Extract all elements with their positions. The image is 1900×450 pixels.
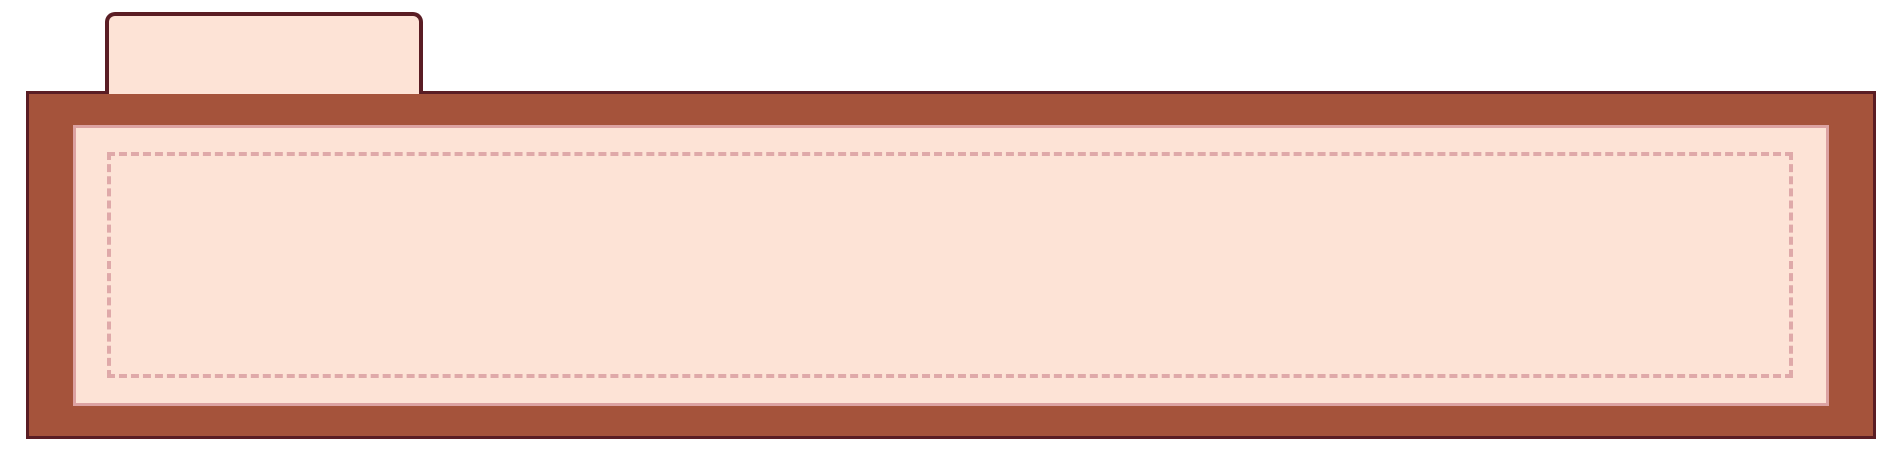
content-panel <box>73 125 1829 406</box>
drop-zone[interactable] <box>107 152 1793 378</box>
folder-tab[interactable] <box>105 12 423 94</box>
folder-frame <box>26 91 1876 439</box>
